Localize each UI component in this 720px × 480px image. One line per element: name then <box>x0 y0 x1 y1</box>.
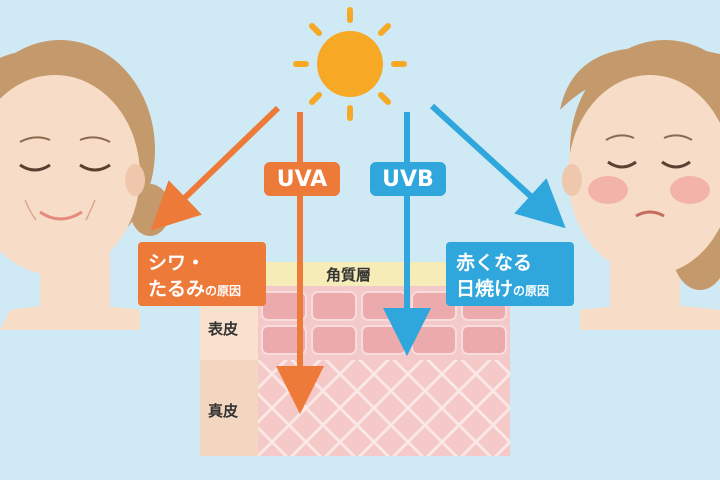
uvb-effect-line1: 赤くなる <box>456 252 533 274</box>
uva-diagonal-arrow <box>150 105 281 231</box>
epidermis-label: 表皮 <box>208 320 239 338</box>
sun-icon <box>293 7 407 121</box>
uvb-diagonal-arrow <box>429 103 566 229</box>
dermis-label: 真皮 <box>208 402 239 420</box>
uva-effect-line1: シワ・ <box>148 252 206 274</box>
uva-effect-line2-wrap: たるみの原因 <box>148 276 256 304</box>
uva-effect-box: シワ・ たるみの原因 <box>138 242 266 306</box>
uva-label: UVA <box>264 162 340 196</box>
uva-effect-suffix: の原因 <box>205 284 242 298</box>
uvb-effect-box: 赤くなる 日焼けの原因 <box>446 242 574 306</box>
sunburned-woman-face <box>560 40 720 330</box>
stratum-corneum-label: 角質層 <box>326 266 372 284</box>
uvb-effect-line2: 日焼け <box>456 278 514 300</box>
uvb-label: UVB <box>370 162 446 196</box>
uvb-effect-suffix: の原因 <box>513 284 550 298</box>
uvb-effect-line2-wrap: 日焼けの原因 <box>456 276 564 304</box>
aged-woman-face <box>0 40 170 330</box>
uva-effect-line2: たるみ <box>148 278 206 300</box>
